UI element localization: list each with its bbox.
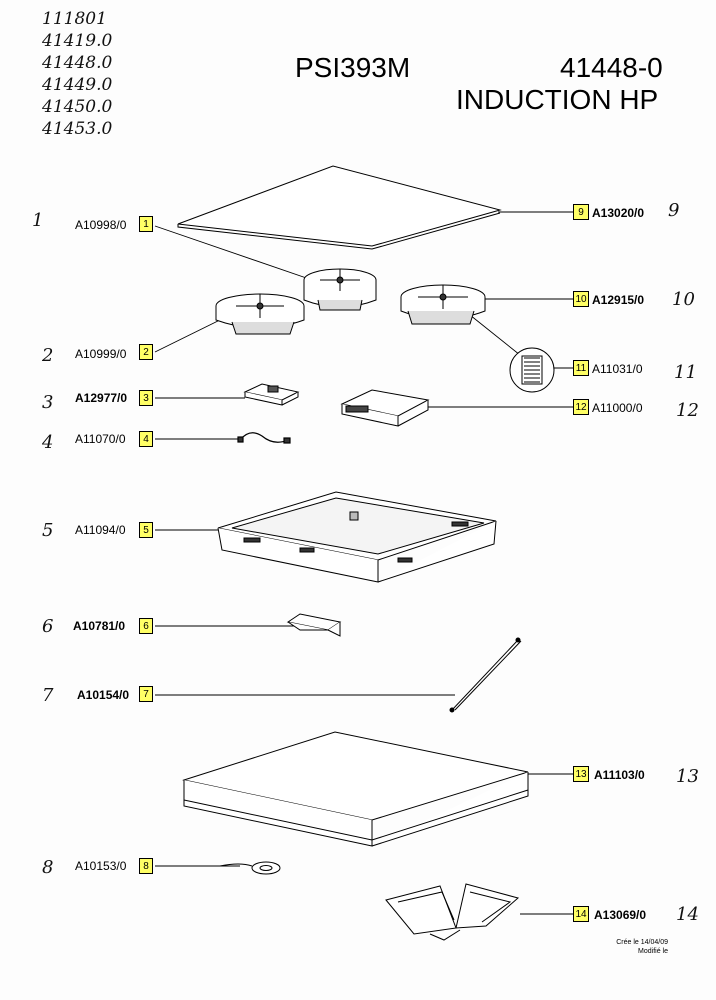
hand-number: 8 xyxy=(42,857,54,878)
part-ref: A11103/0 xyxy=(594,768,645,782)
part-badge: 11 xyxy=(573,360,589,376)
hand-number: 7 xyxy=(42,685,54,706)
handwritten-code: 111801 xyxy=(42,9,107,29)
part-ref: A11070/0 xyxy=(75,432,126,446)
part-badge: 12 xyxy=(573,399,589,415)
part-badge: 8 xyxy=(139,858,153,874)
instruction-manual xyxy=(385,883,520,941)
part-badge: 1 xyxy=(139,216,153,232)
handwritten-code-list: 111801 41419.0 41448.0 41449.0 41450.0 4… xyxy=(42,8,112,140)
hand-number: 1 xyxy=(32,210,44,231)
hand-number: 14 xyxy=(676,904,699,925)
hand-number: 6 xyxy=(42,616,54,637)
handwritten-code: 41419.0 xyxy=(42,31,113,51)
part-ref: A13020/0 xyxy=(592,206,645,220)
footer-dates: Crée le 14/04/09 Modifié le xyxy=(616,938,668,956)
hand-number: 9 xyxy=(668,200,680,221)
part-ref: A11000/0 xyxy=(592,401,643,415)
handwritten-code: 41449.0 xyxy=(42,75,113,95)
part-ref: A12915/0 xyxy=(592,293,645,307)
created-date: Crée le 14/04/09 xyxy=(616,939,668,946)
leader-line-1 xyxy=(154,225,319,283)
part-ref: A10999/0 xyxy=(75,347,127,361)
handwritten-code: 41453.0 xyxy=(42,119,113,139)
product-code: 41448-0 xyxy=(560,52,663,83)
part-ref: A10781/0 xyxy=(73,619,126,633)
inductor-coil-2 xyxy=(215,293,305,335)
part-badge: 2 xyxy=(139,344,153,360)
part-badge: 9 xyxy=(573,204,589,220)
chassis-frame xyxy=(217,491,497,583)
hand-number: 10 xyxy=(672,289,695,310)
part-badge: 6 xyxy=(139,618,153,634)
part-badge: 5 xyxy=(139,522,153,538)
sensor-rod xyxy=(449,637,522,713)
part-ref: A13069/0 xyxy=(594,908,647,922)
control-board xyxy=(243,383,300,406)
hand-number: 12 xyxy=(676,400,699,421)
part-badge: 10 xyxy=(573,291,589,307)
inductor-coil-10 xyxy=(400,284,486,325)
cable xyxy=(237,432,291,444)
leader-line-2 xyxy=(154,315,229,353)
inductor-coil-1 xyxy=(303,268,377,311)
handwritten-code: 41450.0 xyxy=(42,97,113,117)
modified-date: Modifié le xyxy=(638,948,668,955)
part-ref: A10998/0 xyxy=(75,218,127,232)
part-ref: A12977/0 xyxy=(75,391,128,405)
handwritten-code: 41448.0 xyxy=(42,53,113,73)
part-ref: A10153/0 xyxy=(75,859,127,873)
hand-number: 3 xyxy=(42,392,54,413)
housing-box xyxy=(182,731,529,847)
hand-number: 13 xyxy=(676,766,699,787)
part-badge: 3 xyxy=(139,390,153,406)
part-badge: 7 xyxy=(139,686,153,702)
hand-number: 2 xyxy=(42,345,54,366)
hand-number: 5 xyxy=(42,520,54,541)
part-ref: A10154/0 xyxy=(77,688,130,702)
part-badge: 13 xyxy=(573,766,589,782)
part-badge: 14 xyxy=(573,906,589,922)
part-ref: A11031/0 xyxy=(592,362,643,376)
hand-number: 11 xyxy=(674,362,697,383)
hand-number: 4 xyxy=(42,432,54,453)
seal-tape xyxy=(219,861,281,875)
bracket xyxy=(286,613,342,637)
power-board xyxy=(340,389,430,427)
glass-plate xyxy=(177,165,502,250)
ferrite-detail xyxy=(509,347,555,393)
part-ref: A11094/0 xyxy=(75,523,126,537)
model-title: PSI393M xyxy=(295,52,411,83)
product-description: INDUCTION HP xyxy=(456,84,659,115)
part-badge: 4 xyxy=(139,431,153,447)
